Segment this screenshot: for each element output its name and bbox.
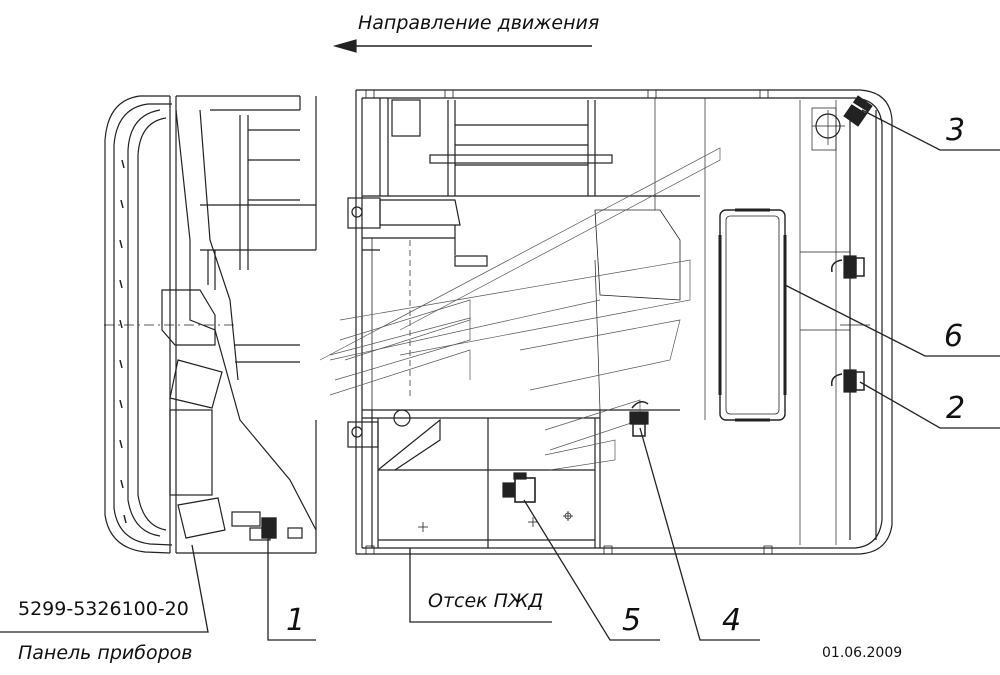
component-2-lower [830, 369, 865, 393]
direction-arrow [332, 39, 592, 53]
part-number: 5299-5326100-20 [18, 598, 189, 620]
date-stamp: 01.06.2009 [822, 645, 903, 661]
cross-marks [418, 511, 573, 532]
component-4 [629, 401, 649, 437]
instrument-panel-label: Панель приборов [18, 642, 193, 664]
front-cab-section [104, 95, 317, 554]
callout-4: 4 [722, 603, 742, 638]
component-2-upper [830, 255, 865, 279]
callout-5: 5 [622, 603, 642, 638]
callout-2: 2 [946, 391, 966, 426]
callout-6: 6 [944, 319, 964, 354]
salon-section [347, 89, 893, 555]
callout-3: 3 [946, 113, 966, 148]
compartment-label: Отсек ПЖД [428, 590, 544, 612]
component-1 [261, 517, 277, 539]
direction-label: Направление движения [358, 12, 600, 34]
callout-1: 1 [286, 603, 306, 638]
component-3 [843, 95, 873, 127]
component-5 [502, 472, 536, 503]
leader-lines [0, 109, 1000, 641]
watermark-arrow [319, 147, 721, 471]
